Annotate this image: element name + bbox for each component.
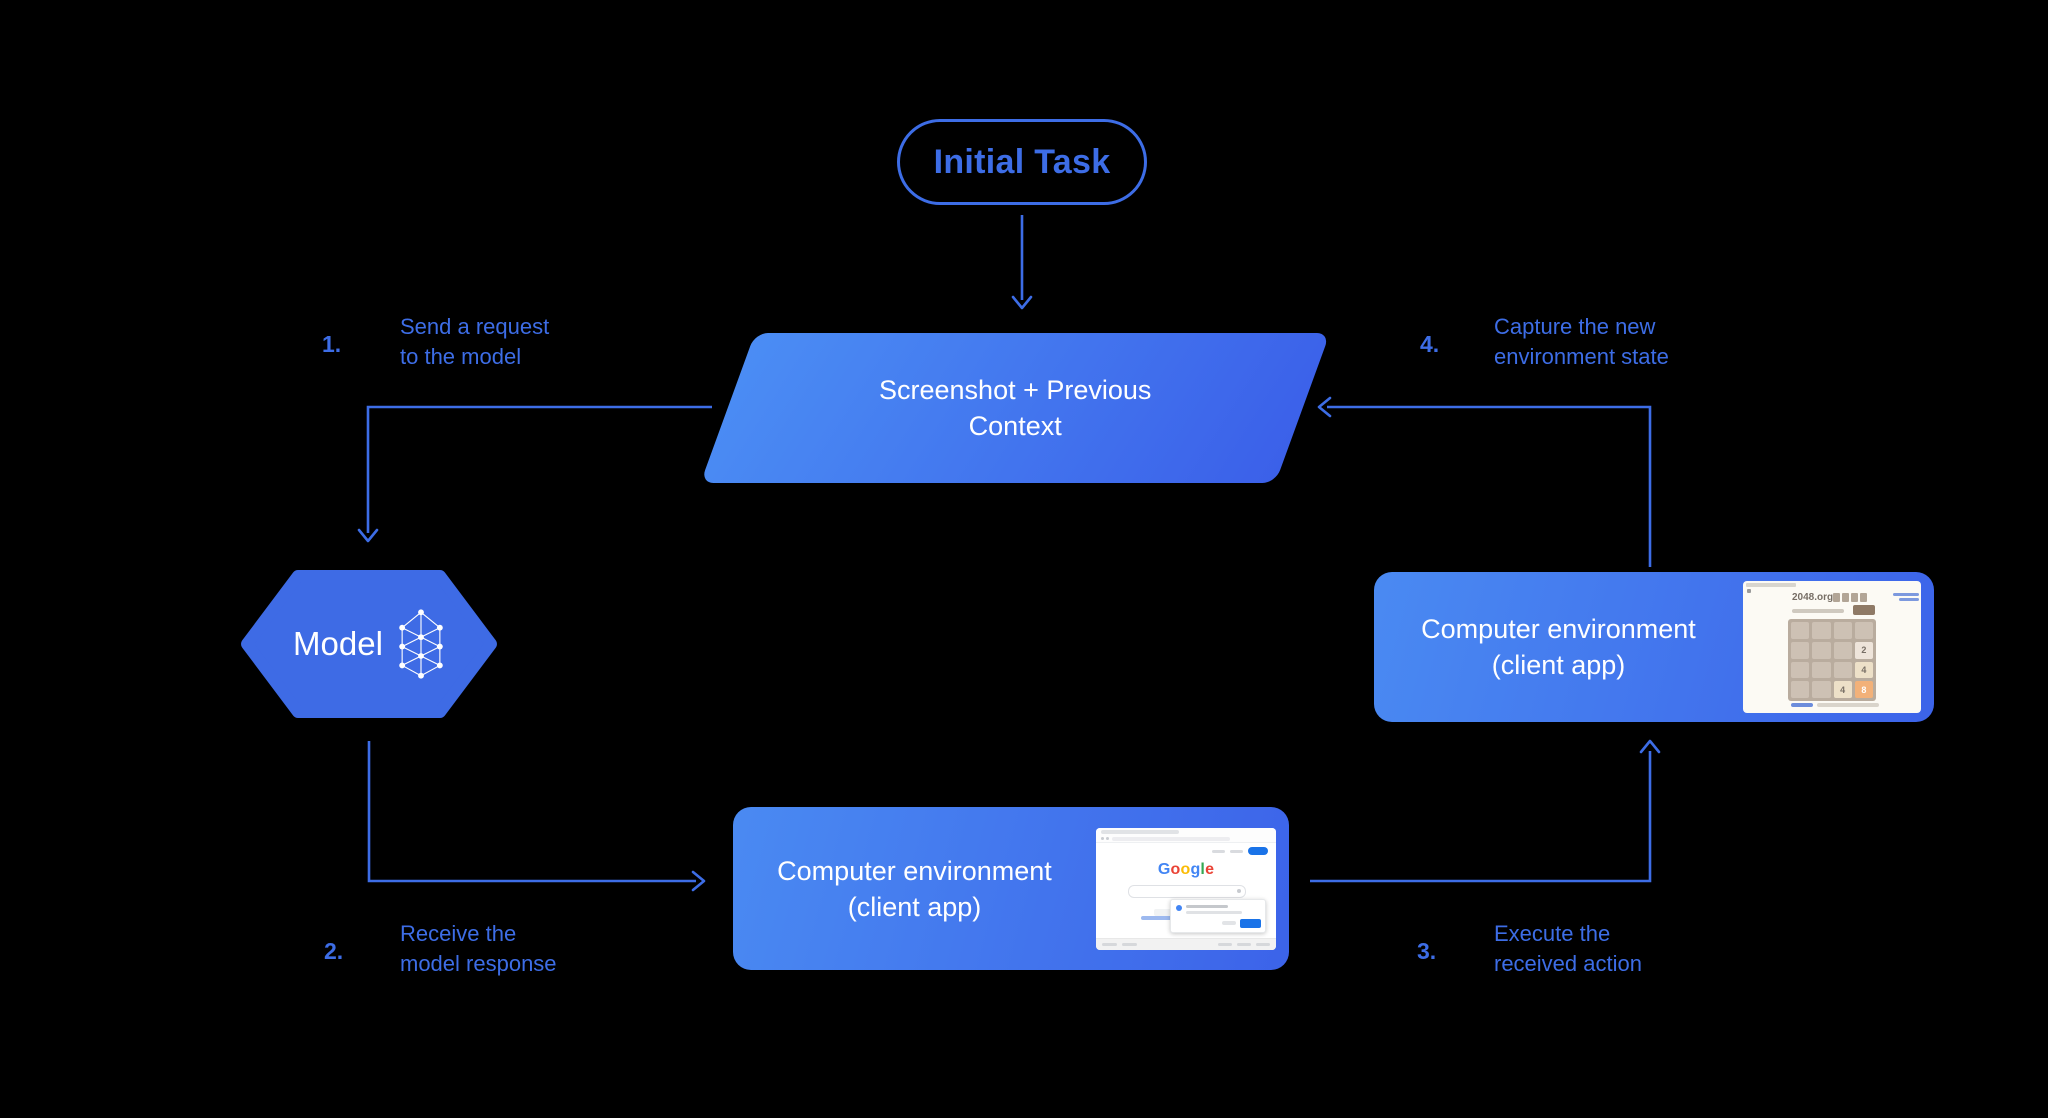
arrowhead-down-icon	[1011, 295, 1033, 310]
step-3-label: Execute the received action	[1494, 921, 1642, 976]
game-board: 2 4 4 8	[1788, 619, 1876, 701]
computer-environment-node-right: Computer environment (client app) 2048.o…	[1374, 572, 1934, 722]
search-button	[1153, 908, 1181, 916]
step-1-label: Send a request to the model	[400, 314, 550, 369]
browser-tab	[1101, 829, 1179, 834]
step-2-number: 2.	[324, 938, 344, 964]
initial-task-label: Initial Task	[933, 142, 1111, 181]
dialog-text	[1186, 904, 1228, 908]
computer-environment-label: Computer environment (client app)	[1421, 614, 1696, 680]
tile-4: 4	[1833, 681, 1852, 698]
bottom-link	[1791, 703, 1813, 707]
tile-8: 8	[1854, 681, 1873, 698]
game-2048-screenshot: 2048.org 2	[1743, 581, 1921, 713]
new-game-button	[1853, 605, 1875, 615]
top-link	[1893, 593, 1919, 596]
arrow-screenshot-to-model	[366, 405, 712, 533]
dialog-cancel-link	[1222, 920, 1236, 925]
arrow-env-to-env2	[1310, 751, 1652, 883]
score-box	[1851, 593, 1858, 602]
browser-chrome	[1096, 827, 1276, 843]
arrowhead-right-icon	[691, 870, 706, 892]
arrowhead-left-icon	[1317, 396, 1332, 418]
tile-4: 4	[1854, 661, 1873, 679]
sign-in-button	[1248, 846, 1268, 855]
empty-cell	[1833, 641, 1852, 659]
screenshot-context-label: Screenshot + Previous Context	[878, 375, 1152, 441]
search-input	[1128, 884, 1246, 898]
step-2-label: Receive the model response	[400, 921, 557, 976]
footer-link	[1256, 942, 1270, 946]
step-4-label: Capture the new environment state	[1494, 314, 1669, 369]
header-link	[1230, 849, 1243, 853]
arrow-env2-to-screenshot	[1327, 405, 1652, 567]
score-box	[1833, 593, 1840, 602]
dialog-text	[1186, 910, 1242, 914]
score-box	[1842, 593, 1849, 602]
arrow-model-to-env	[367, 741, 696, 883]
header-link	[1212, 849, 1225, 853]
step-4-number: 4.	[1420, 331, 1440, 357]
empty-cell	[1791, 681, 1810, 698]
empty-cell	[1833, 622, 1852, 639]
empty-cell	[1791, 622, 1810, 639]
empty-cell	[1812, 622, 1831, 639]
tile-2: 2	[1854, 641, 1873, 659]
empty-cell	[1791, 641, 1810, 659]
computer-environment-node-bottom: Computer environment (client app) Google	[733, 807, 1289, 970]
arrowhead-down-icon	[357, 528, 379, 543]
empty-cell	[1833, 661, 1852, 679]
model-node: Model	[240, 569, 498, 719]
computer-environment-label: Computer environment (client app)	[777, 855, 1052, 922]
dialog-primary-button	[1240, 918, 1261, 928]
arrowhead-up-icon	[1639, 739, 1661, 754]
page-footer	[1096, 937, 1276, 950]
screenshot-context-node: Screenshot + Previous Context	[700, 333, 1330, 483]
sign-in-dialog	[1170, 898, 1266, 933]
favicon	[1747, 589, 1751, 593]
bottom-text	[1817, 703, 1879, 707]
address-bar	[1112, 836, 1230, 841]
google-g-icon	[1176, 904, 1182, 911]
empty-cell	[1812, 661, 1831, 679]
top-link	[1899, 598, 1919, 601]
score-box	[1860, 593, 1867, 602]
intro-text	[1792, 609, 1844, 613]
browser-tab	[1746, 583, 1796, 587]
step-3-number: 3.	[1417, 938, 1437, 964]
google-logo: Google	[1157, 860, 1215, 878]
footer-link	[1218, 942, 1232, 946]
site-title: 2048.org	[1792, 592, 1834, 603]
empty-cell	[1791, 661, 1810, 679]
score-boxes	[1833, 593, 1867, 602]
mic-icon	[1237, 888, 1241, 893]
footer-link	[1237, 942, 1251, 946]
model-label: Model	[293, 625, 383, 662]
nav-dot	[1101, 836, 1104, 840]
neural-network-icon	[399, 609, 443, 679]
step-1-number: 1.	[322, 331, 342, 357]
hexagon-shape	[241, 570, 497, 718]
initial-task-node: Initial Task	[897, 119, 1147, 205]
empty-cell	[1812, 681, 1831, 698]
footer-link	[1102, 942, 1117, 946]
nav-dot	[1106, 836, 1109, 840]
google-search-screenshot: Google	[1096, 827, 1276, 950]
empty-cell	[1854, 622, 1873, 639]
empty-cell	[1812, 641, 1831, 659]
footer-link	[1122, 942, 1137, 946]
